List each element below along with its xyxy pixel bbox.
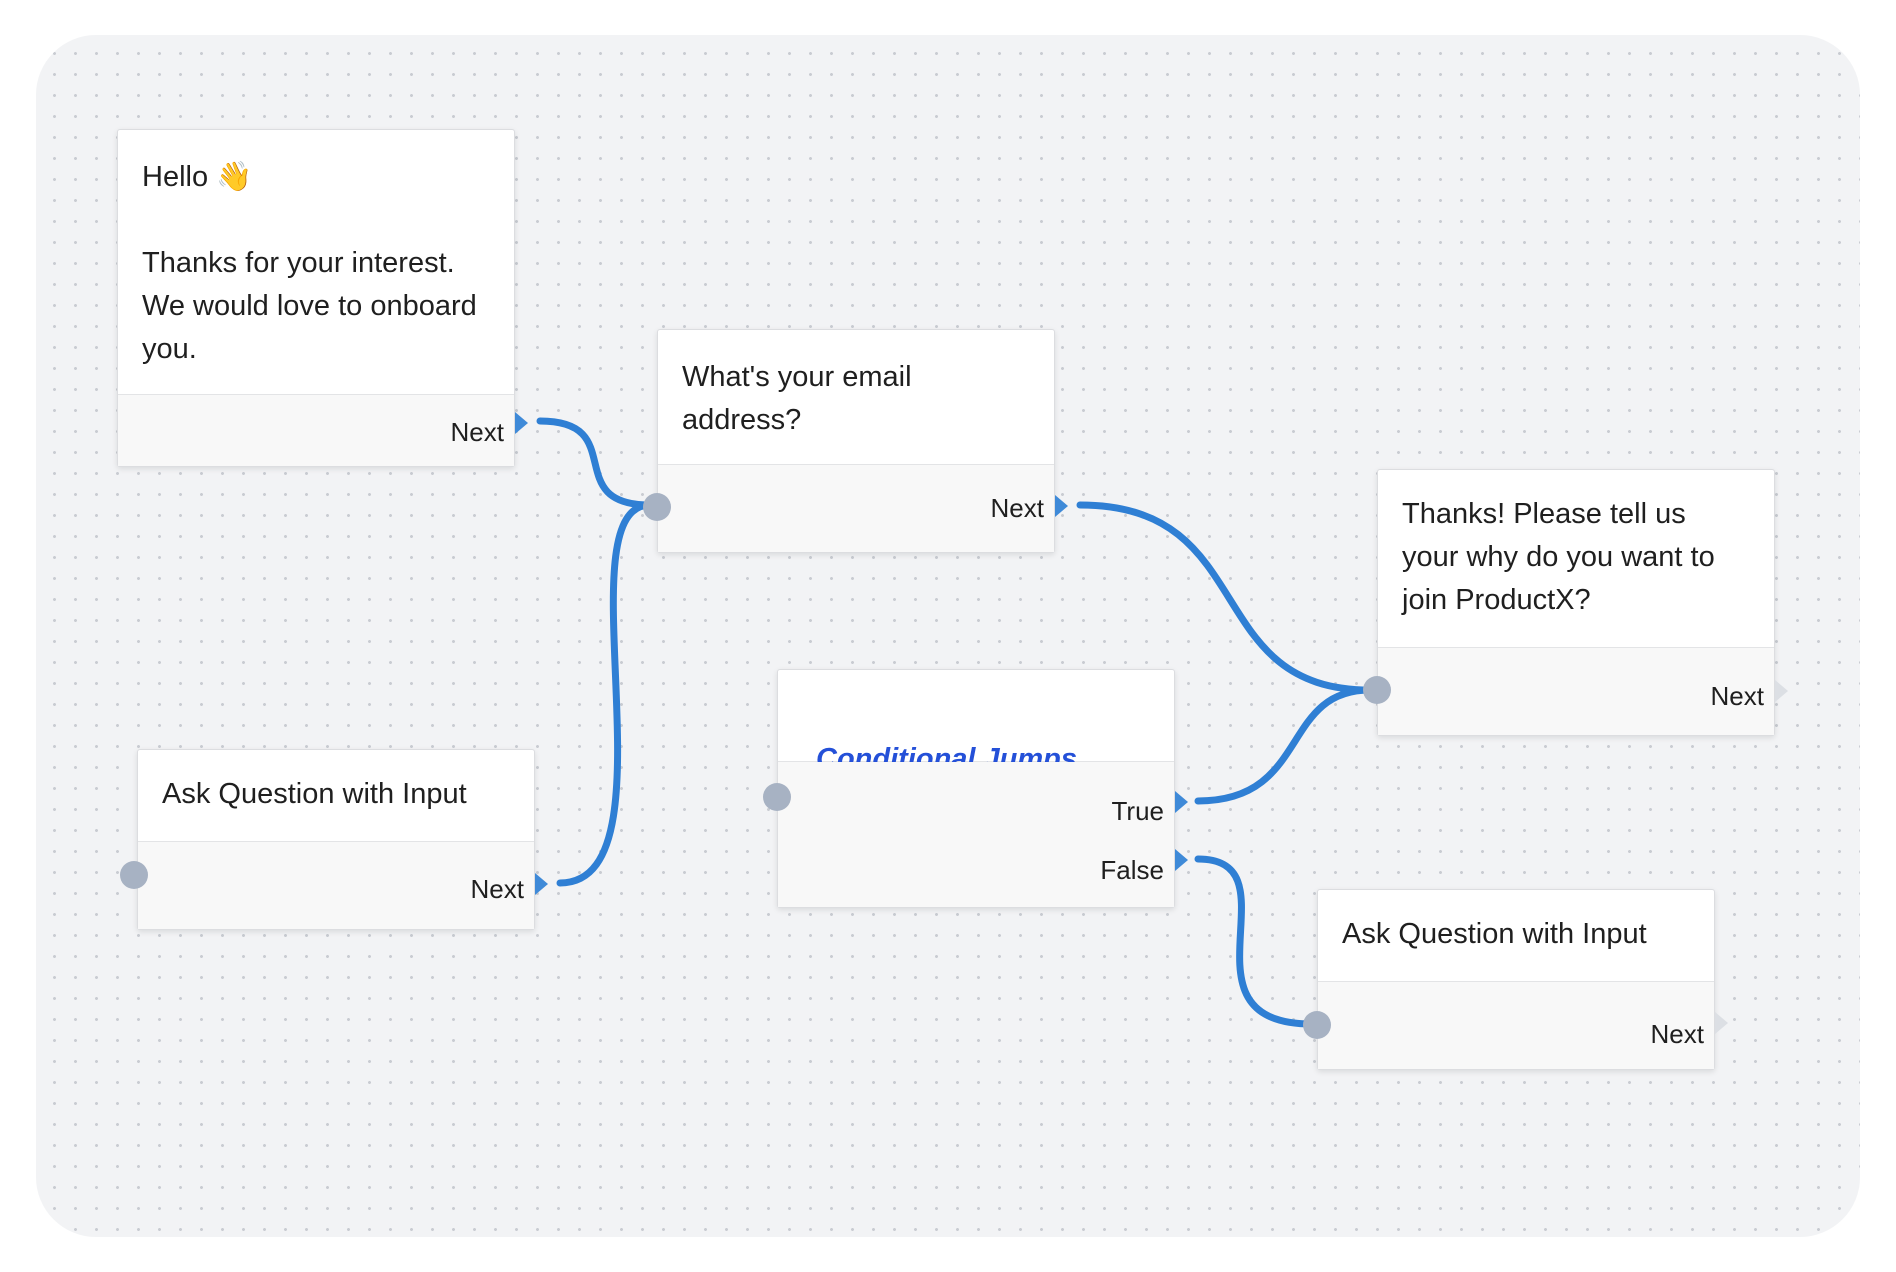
output-label-next: Next bbox=[1710, 681, 1764, 711]
input-port[interactable] bbox=[1363, 676, 1391, 704]
input-port[interactable] bbox=[1303, 1011, 1331, 1039]
input-port[interactable] bbox=[763, 783, 791, 811]
question-node-right[interactable]: Ask Question with Input Next bbox=[1303, 889, 1728, 1070]
output-label-false: False bbox=[1100, 855, 1164, 885]
input-port[interactable] bbox=[643, 493, 671, 521]
input-port[interactable] bbox=[120, 861, 148, 889]
node-ask-left-text: Ask Question with Input bbox=[138, 750, 534, 842]
node-hello-text: Hello 👋 Thanks for your interest. We wou… bbox=[118, 130, 514, 395]
message-node-thanks[interactable]: Thanks! Please tell us your why do you w… bbox=[1363, 469, 1788, 736]
output-port-true[interactable] bbox=[1175, 791, 1188, 813]
output-port-next[interactable] bbox=[535, 873, 548, 895]
output-label-next: Next bbox=[470, 874, 524, 904]
output-port-next[interactable] bbox=[1055, 495, 1068, 517]
node-thanks-text: Thanks! Please tell us your why do you w… bbox=[1378, 470, 1774, 648]
output-port-next[interactable] bbox=[1775, 680, 1788, 702]
node-email-text: What's your email address? bbox=[658, 330, 1054, 465]
output-label-next: Next bbox=[1650, 1019, 1704, 1049]
conditional-node[interactable]: Conditional Jumps True False bbox=[763, 669, 1188, 908]
message-node-email[interactable]: What's your email address? Next bbox=[643, 329, 1068, 553]
message-node-hello[interactable]: Hello 👋 Thanks for your interest. We wou… bbox=[117, 129, 528, 467]
output-label-next: Next bbox=[990, 493, 1044, 523]
output-port-next[interactable] bbox=[1715, 1012, 1728, 1034]
output-port-false[interactable] bbox=[1175, 849, 1188, 871]
output-label-next: Next bbox=[450, 417, 504, 447]
node-ask-right-text: Ask Question with Input bbox=[1318, 890, 1714, 982]
question-node-left[interactable]: Ask Question with Input Next bbox=[120, 749, 548, 930]
output-label-true: True bbox=[1111, 796, 1165, 826]
output-port-next[interactable] bbox=[515, 412, 528, 434]
